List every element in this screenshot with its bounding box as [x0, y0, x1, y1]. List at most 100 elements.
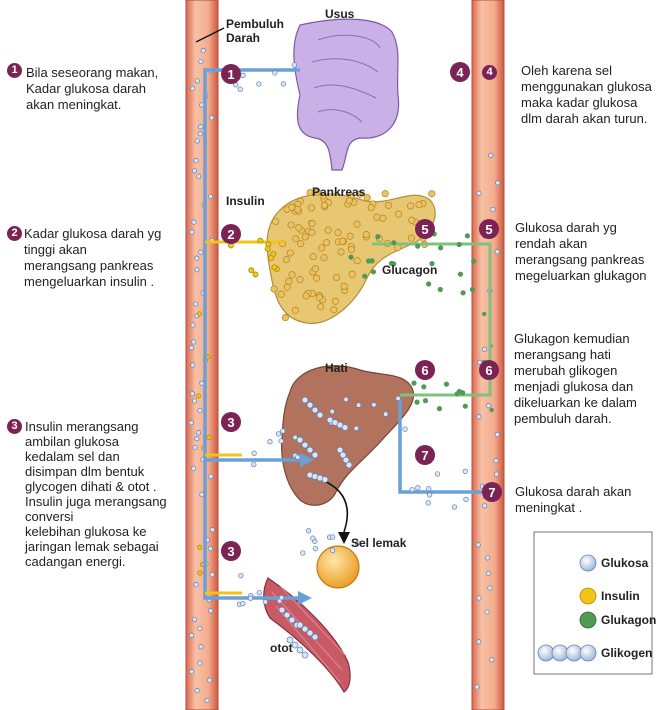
- glucagon-dot: [438, 287, 443, 292]
- glycogen-unit: [284, 612, 290, 618]
- marker-6b: 6: [479, 360, 499, 380]
- glucose-dot: [485, 610, 489, 614]
- glucose-dot: [190, 392, 194, 396]
- glycogen-unit: [302, 442, 308, 448]
- glucose-dot: [486, 404, 490, 408]
- pancreas-cell: [416, 201, 422, 207]
- glucose-dot: [293, 435, 298, 440]
- glucose-dot: [383, 412, 388, 417]
- legend-insulin-label: Insulin: [601, 589, 640, 603]
- marker-2: 2: [221, 224, 241, 244]
- glucose-dot: [475, 685, 479, 689]
- step-2-text: Kadar glukosa darah yg tinggi akan meran…: [24, 226, 184, 290]
- glucose-dot: [426, 501, 431, 506]
- svg-text:6: 6: [421, 363, 428, 378]
- svg-text:5: 5: [485, 222, 492, 237]
- pancreas-cell: [354, 221, 360, 227]
- glucose-dot: [464, 497, 469, 502]
- pancreas-cell: [331, 307, 337, 313]
- glucose-dot: [372, 403, 377, 408]
- pancreas-cell: [382, 191, 388, 197]
- pancreas-cell: [347, 233, 353, 239]
- glucose-dot: [199, 125, 203, 129]
- glucagon-dot: [366, 258, 371, 263]
- glucose-dot: [396, 396, 401, 401]
- glycogen-unit: [317, 412, 323, 418]
- marker-5a: 5: [415, 219, 435, 239]
- pancreas-cell: [308, 205, 314, 211]
- glucose-dot: [195, 139, 199, 143]
- glucagon-dot: [375, 234, 380, 239]
- marker-6a: 6: [415, 360, 435, 380]
- glucagon-dot: [457, 242, 462, 247]
- glucagon-dot: [465, 233, 470, 238]
- glucose-dot: [196, 431, 200, 435]
- glucose-dot: [209, 609, 213, 613]
- glucose-dot: [192, 169, 196, 173]
- pancreas-cell: [385, 202, 391, 208]
- glucose-dot: [485, 556, 489, 560]
- glucose-dot: [491, 207, 495, 211]
- glucose-dot: [195, 437, 199, 441]
- glycogen-unit: [346, 462, 352, 468]
- pancreas-cell: [335, 229, 341, 235]
- glucose-dot: [494, 458, 498, 462]
- pancreas-cell: [339, 238, 345, 244]
- glucagon-dot: [426, 281, 431, 286]
- svg-text:5: 5: [421, 222, 428, 237]
- glucagon-dot: [391, 240, 396, 245]
- glucagon-dot: [471, 259, 476, 264]
- glucose-dot: [344, 397, 349, 402]
- glucose-dot: [426, 487, 431, 492]
- glucose-dot: [191, 363, 195, 367]
- legend-glukosa-label: Glukosa: [601, 556, 649, 570]
- glucose-dot: [495, 250, 499, 254]
- glucose-dot: [482, 347, 486, 351]
- glucose-dot: [248, 596, 253, 601]
- glucose-dot: [192, 340, 196, 344]
- glycogen-unit: [312, 452, 318, 458]
- pancreas-cell: [294, 206, 300, 212]
- insulin-dot: [197, 545, 201, 549]
- step-6-text: Glukagon kemudian merangsang hati meruba…: [514, 331, 658, 427]
- pancreas-cell: [317, 304, 323, 310]
- legend-glikogen-label: Glikogen: [601, 646, 652, 660]
- glucose-dot: [257, 590, 262, 595]
- glucose-dot: [257, 82, 262, 87]
- svg-text:7: 7: [421, 448, 428, 463]
- glucose-dot: [276, 432, 281, 437]
- glycogen-unit: [302, 397, 308, 403]
- svg-text:3: 3: [227, 415, 234, 430]
- glucose-dot: [281, 82, 286, 87]
- glucose-dot: [330, 548, 335, 553]
- glycogen-unit: [342, 425, 348, 431]
- insulin-dot: [197, 312, 201, 316]
- svg-text:3: 3: [227, 544, 234, 559]
- svg-text:6: 6: [485, 363, 492, 378]
- pancreas-cell: [323, 239, 329, 245]
- glucose-dot: [477, 640, 481, 644]
- marker-5b: 5: [479, 219, 499, 239]
- glucose-dot: [477, 415, 481, 419]
- glucagon-dot: [470, 287, 475, 292]
- insulin-dot: [253, 272, 258, 277]
- glucose-dot: [192, 220, 196, 224]
- marker-3a: 3: [221, 412, 241, 432]
- insulin-dot: [265, 246, 270, 251]
- pancreas-cell: [289, 272, 295, 278]
- glucagon-dot: [458, 272, 463, 277]
- intestine: [294, 19, 399, 170]
- pancreas-cell: [278, 291, 284, 297]
- legend: Glukosa Insulin Glukagon Glikogen: [534, 532, 656, 674]
- glucose-dot: [210, 116, 214, 120]
- glucagon-dot: [348, 255, 353, 260]
- glucose-dot: [427, 493, 432, 498]
- label-sel-lemak: Sel lemak: [351, 536, 407, 550]
- glucose-dot: [292, 63, 297, 68]
- glucose-dot: [410, 487, 415, 492]
- pancreas-cell: [321, 202, 327, 208]
- glucose-dot: [281, 429, 286, 434]
- insulin-dot: [207, 435, 211, 439]
- glucose-dot: [295, 455, 300, 460]
- pancreas-cell: [288, 222, 294, 228]
